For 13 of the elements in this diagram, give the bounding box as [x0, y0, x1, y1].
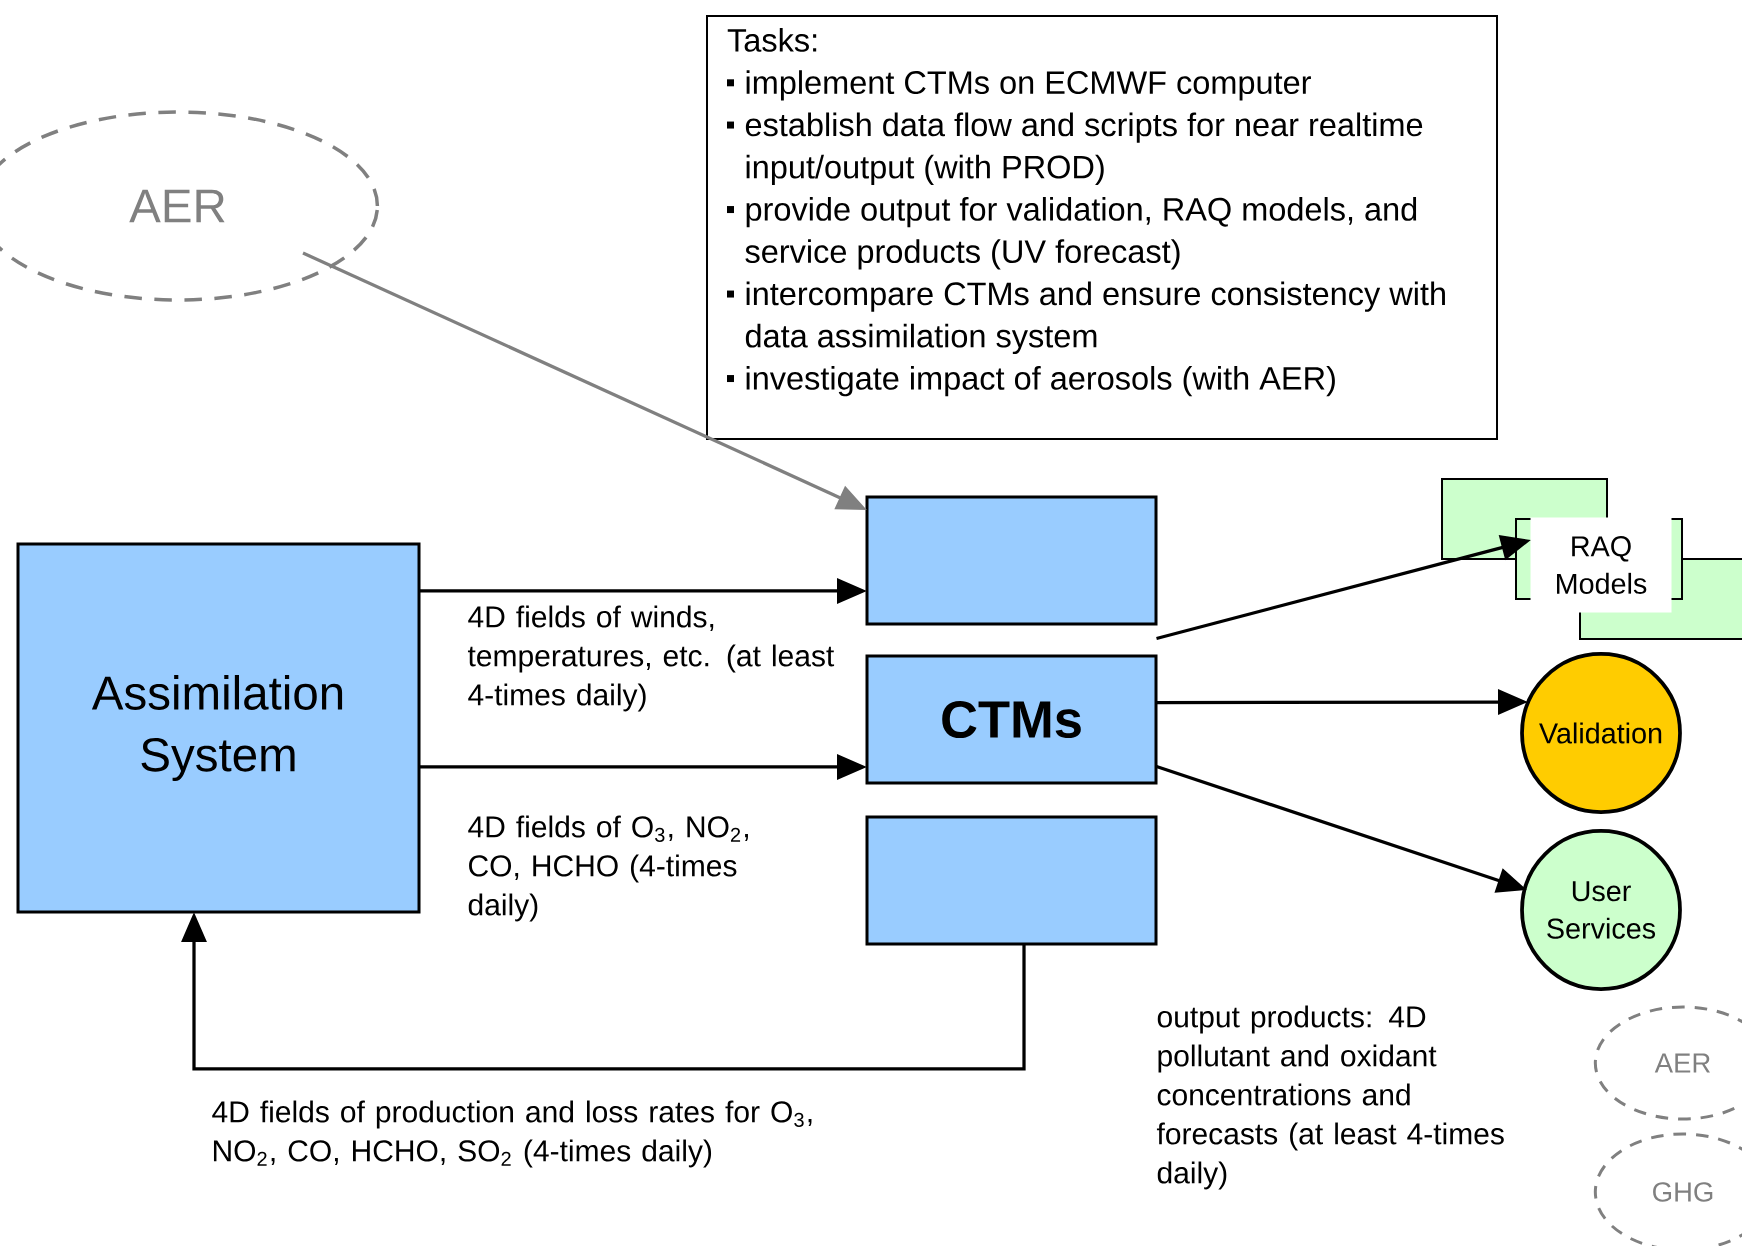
circle-node: Validation — [1520, 652, 1682, 814]
process-box — [865, 815, 1158, 946]
edge-label: 4D fields of production and loss rates for O$_{3}$, NO$_{2}$, CO, HCHO, SO$_{2}$ (4-times daily) — [212, 1100, 812, 1168]
stacked-boxes: RAQ Models — [1441, 478, 1742, 640]
edge-label: 4D fields of winds, temperatures, etc. (at least 4-times daily) — [468, 605, 835, 712]
circle-node: User Services — [1520, 829, 1682, 991]
node-label: RAQ — [1572, 536, 1631, 562]
process-box: CTMs — [865, 654, 1158, 785]
edge-label: 4D fields of O$_{3}$, NO$_{2}$, CO, HCHO (4-times daily) — [468, 815, 748, 922]
process-box: Assimilation System — [16, 542, 421, 914]
note-text: output products: 4D pollutant and oxidant concentrations and forecasts (at least 4-times daily) — [1156, 1005, 1504, 1190]
task-list-box: Tasks: implement CTMs on ECMWF computer establish data flow and scripts for near realtime input/output (with PROD) provide output for validation, RAQ models, and service products (UV forecast) intercompare CTMs and ensure consistency with data assimilation system investigate impact of aerosols (with AER) — [706, 15, 1498, 440]
process-box — [865, 495, 1158, 626]
